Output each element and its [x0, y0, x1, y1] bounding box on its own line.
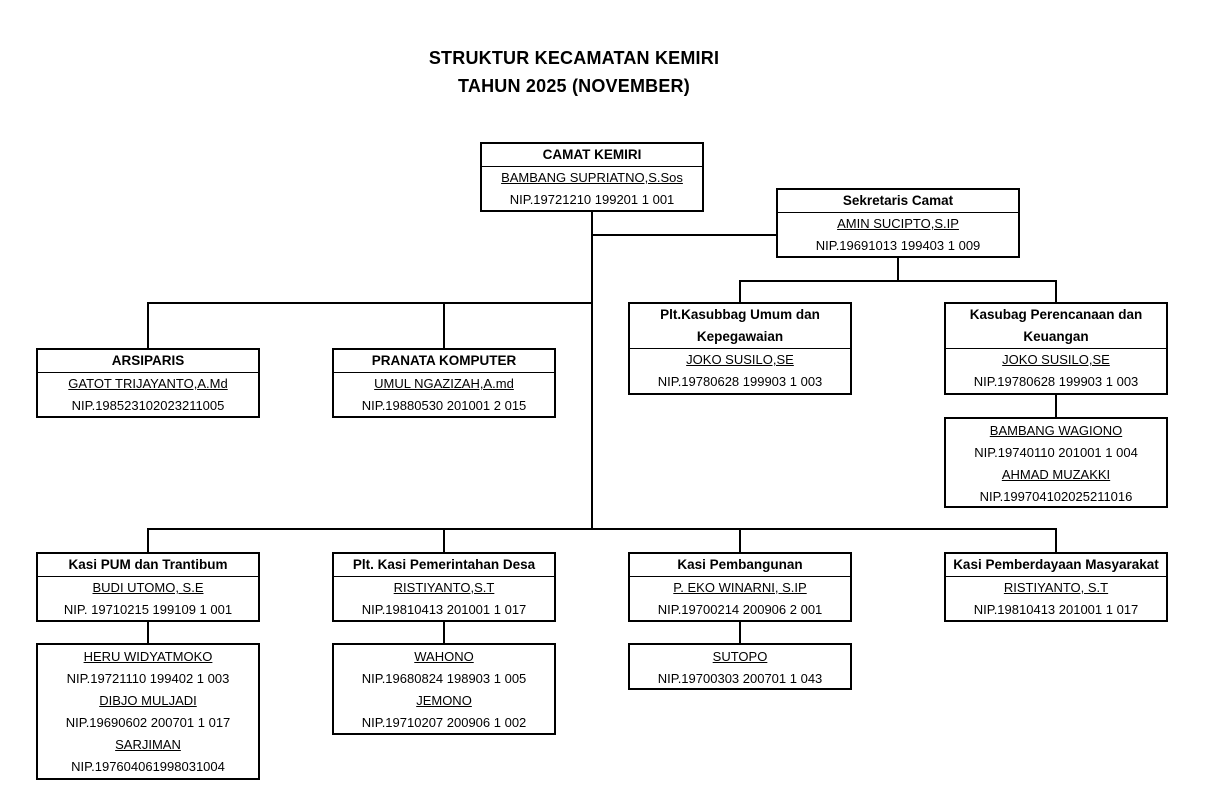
arsiparis-title: ARSIPARIS [38, 350, 258, 373]
pemdes-staff-box: WAHONO NIP.19680824 198903 1 005 JEMONO … [332, 643, 556, 735]
connector-sekcam-horizontal [739, 280, 1057, 282]
pranata-name: UMUL NGAZIZAH,A.md [374, 376, 514, 391]
pum-name: BUDI UTOMO, S.E [92, 580, 204, 595]
connector-perencanaan-staff [1055, 393, 1057, 419]
staff-nip: NIP.199704102025211016 [979, 489, 1133, 504]
connector-pemberdayaan [1055, 528, 1057, 554]
pemberdayaan-title: Kasi Pemberdayaan Masyarakat [946, 554, 1166, 577]
sekcam-nip: NIP.19691013 199403 1 009 [815, 238, 981, 253]
camat-title: CAMAT KEMIRI [482, 144, 702, 167]
pranata-nip: NIP.19880530 201001 2 015 [361, 398, 527, 413]
umum-name: JOKO SUSILO,SE [686, 352, 794, 367]
connector-pembangunan-staff [739, 620, 741, 645]
connector-staff-horizontal [147, 302, 593, 304]
connector-camat-sekcam [591, 234, 778, 236]
perencanaan-title-line1: Kasubag Perencanaan dan [969, 307, 1143, 322]
connector-umum [739, 280, 741, 304]
staff-nip: NIP.19680824 198903 1 005 [361, 671, 527, 686]
chart-title: STRUKTUR KECAMATAN KEMIRI [428, 48, 720, 68]
staff-nip: NIP.19740110 201001 1 004 [974, 445, 1138, 460]
camat-nip: NIP.19721210 199201 1 001 [509, 192, 675, 207]
pembangunan-name: P. EKO WINARNI, S.IP [673, 580, 807, 595]
connector-pum [147, 528, 149, 554]
staff-name: JEMONO [416, 693, 472, 708]
pembangunan-title: Kasi Pembangunan [630, 554, 850, 577]
staff-name: WAHONO [414, 649, 474, 664]
staff-nip: NIP.19700303 200701 1 043 [657, 671, 823, 686]
perencanaan-nip: NIP.19780628 199903 1 003 [973, 374, 1139, 389]
pemdes-nip: NIP.19810413 201001 1 017 [361, 602, 527, 617]
connector-arsiparis [147, 302, 149, 350]
perencanaan-staff-box: BAMBANG WAGIONO NIP.19740110 201001 1 00… [944, 417, 1168, 508]
staff-nip: NIP.19690602 200701 1 017 [65, 715, 231, 730]
pum-nip: NIP. 19710215 199109 1 001 [63, 602, 233, 617]
staff-nip: NIP.19721110 199402 1 003 [66, 671, 230, 686]
pemberdayaan-box: Kasi Pemberdayaan Masyarakat RISTIYANTO,… [944, 552, 1168, 622]
connector-pranata [443, 302, 445, 350]
staff-name: HERU WIDYATMOKO [83, 649, 213, 664]
camat-box: CAMAT KEMIRI BAMBANG SUPRIATNO,S.Sos NIP… [480, 142, 704, 212]
sekcam-title: Sekretaris Camat [778, 190, 1018, 213]
sekcam-box: Sekretaris Camat AMIN SUCIPTO,S.IP NIP.1… [776, 188, 1020, 258]
arsiparis-name: GATOT TRIJAYANTO,A.Md [68, 376, 228, 391]
staff-name: AHMAD MUZAKKI [1001, 467, 1111, 482]
pemdes-name: RISTIYANTO,S.T [393, 580, 495, 595]
pranata-box: PRANATA KOMPUTER UMUL NGAZIZAH,A.md NIP.… [332, 348, 556, 418]
umum-title-line1: Plt.Kasubbag Umum dan [660, 307, 820, 322]
pum-box: Kasi PUM dan Trantibum BUDI UTOMO, S.E N… [36, 552, 260, 622]
umum-title-line2: Kepegawaian [696, 329, 784, 344]
connector-kasi-horizontal [147, 528, 1057, 530]
umum-title: Plt.Kasubbag Umum dan Kepegawaian [630, 304, 850, 349]
connector-pum-staff [147, 620, 149, 645]
staff-name: BAMBANG WAGIONO [989, 423, 1123, 438]
connector-pemdes [443, 528, 445, 554]
umum-nip: NIP.19780628 199903 1 003 [657, 374, 823, 389]
pembangunan-box: Kasi Pembangunan P. EKO WINARNI, S.IP NI… [628, 552, 852, 622]
staff-name: SUTOPO [712, 649, 768, 664]
arsiparis-nip: NIP.198523102023211005 [71, 398, 225, 413]
staff-name: SARJIMAN [115, 737, 181, 752]
umum-box: Plt.Kasubbag Umum dan Kepegawaian JOKO S… [628, 302, 852, 395]
connector-pembangunan [739, 528, 741, 554]
pembangunan-nip: NIP.19700214 200906 2 001 [657, 602, 823, 617]
pranata-title: PRANATA KOMPUTER [334, 350, 554, 373]
staff-nip: NIP.19710207 200906 1 002 [361, 715, 527, 730]
camat-name: BAMBANG SUPRIATNO,S.Sos [501, 170, 683, 185]
arsiparis-box: ARSIPARIS GATOT TRIJAYANTO,A.Md NIP.1985… [36, 348, 260, 418]
perencanaan-box: Kasubag Perencanaan dan Keuangan JOKO SU… [944, 302, 1168, 395]
connector-pemdes-staff [443, 620, 445, 645]
staff-name: DIBJO MULJADI [99, 693, 197, 708]
pum-staff-box: HERU WIDYATMOKO NIP.19721110 199402 1 00… [36, 643, 260, 780]
connector-sekcam-down [897, 258, 899, 280]
connector-perencanaan [1055, 280, 1057, 304]
pemdes-title: Plt. Kasi Pemerintahan Desa [334, 554, 554, 577]
connector-camat-down [591, 212, 593, 530]
pembangunan-staff-box: SUTOPO NIP.19700303 200701 1 043 [628, 643, 852, 690]
perencanaan-title-line2: Keuangan [1023, 329, 1089, 344]
pemdes-box: Plt. Kasi Pemerintahan Desa RISTIYANTO,S… [332, 552, 556, 622]
perencanaan-name: JOKO SUSILO,SE [1002, 352, 1110, 367]
staff-nip: NIP.197604061998031004 [71, 759, 225, 774]
pemberdayaan-name: RISTIYANTO, S.T [1003, 580, 1109, 595]
sekcam-name: AMIN SUCIPTO,S.IP [837, 216, 959, 231]
pum-title: Kasi PUM dan Trantibum [38, 554, 258, 577]
pemberdayaan-nip: NIP.19810413 201001 1 017 [973, 602, 1139, 617]
chart-subtitle: TAHUN 2025 (NOVEMBER) [458, 76, 690, 96]
perencanaan-title: Kasubag Perencanaan dan Keuangan [946, 304, 1166, 349]
